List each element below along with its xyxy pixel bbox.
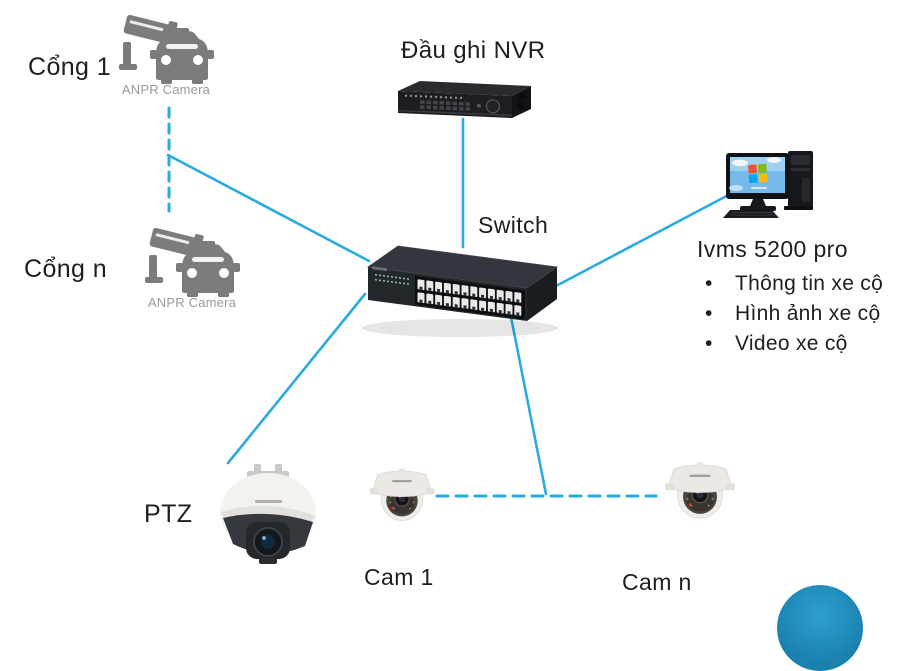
anpr-camera-icon — [119, 14, 214, 84]
vms-title: Ivms 5200 pro — [697, 236, 848, 262]
nvr-recorder-icon — [398, 81, 531, 118]
link-switch-to-computer — [554, 189, 738, 288]
cam1-label: Cam 1 — [364, 564, 434, 590]
windows-logo — [748, 163, 768, 184]
car-glyph — [150, 28, 214, 84]
connection-lines-layer — [166, 106, 738, 498]
switch-label: Switch — [478, 212, 549, 238]
dome-base — [667, 464, 733, 493]
link-anpr-to-switch — [166, 153, 371, 263]
keyboard — [723, 210, 779, 218]
dome-camera-icon — [665, 461, 735, 519]
network-diagram-canvas: { "diagram": { "gates": { "gate1_label":… — [0, 0, 904, 593]
vms-feature-vehicle-video: Video xe cộ — [697, 329, 902, 359]
dome-base — [371, 470, 433, 498]
anpr-camera-label-2: ANPR Camera — [147, 295, 237, 310]
anpr-camera-icon — [145, 227, 240, 297]
decorative-circle — [777, 585, 863, 671]
anpr-camera-label-1: ANPR Camera — [121, 82, 211, 97]
vms-feature-vehicle-image: Hình ảnh xe cộ — [697, 299, 902, 329]
status-led — [391, 506, 395, 510]
status-led — [688, 503, 692, 507]
vms-info-block: Ivms 5200 pro Thông tin xe cộ Hình ảnh x… — [697, 236, 902, 359]
desktop-computer-icon — [723, 151, 813, 218]
ptz-camera-icon — [220, 464, 316, 564]
cctv-camera-glyph — [119, 14, 178, 70]
vms-feature-list: Thông tin xe cộ Hình ảnh xe cộ Video xe … — [697, 269, 902, 359]
monitor — [726, 153, 789, 199]
gate1-label: Cổng 1 — [28, 53, 112, 81]
camn-label: Cam n — [622, 569, 692, 595]
link-switch-to-ptz — [226, 292, 367, 465]
gaten-label: Cổng n — [24, 255, 108, 283]
nvr-label: Đầu ghi NVR — [401, 37, 546, 64]
network-switch-icon — [362, 245, 559, 337]
vms-feature-vehicle-info: Thông tin xe cộ — [697, 269, 902, 299]
dome-camera-icon — [369, 468, 435, 521]
ptz-label: PTZ — [144, 500, 193, 528]
link-switch-to-cams — [509, 315, 548, 496]
car-glyph — [176, 241, 240, 297]
rj45-ports — [417, 279, 522, 316]
